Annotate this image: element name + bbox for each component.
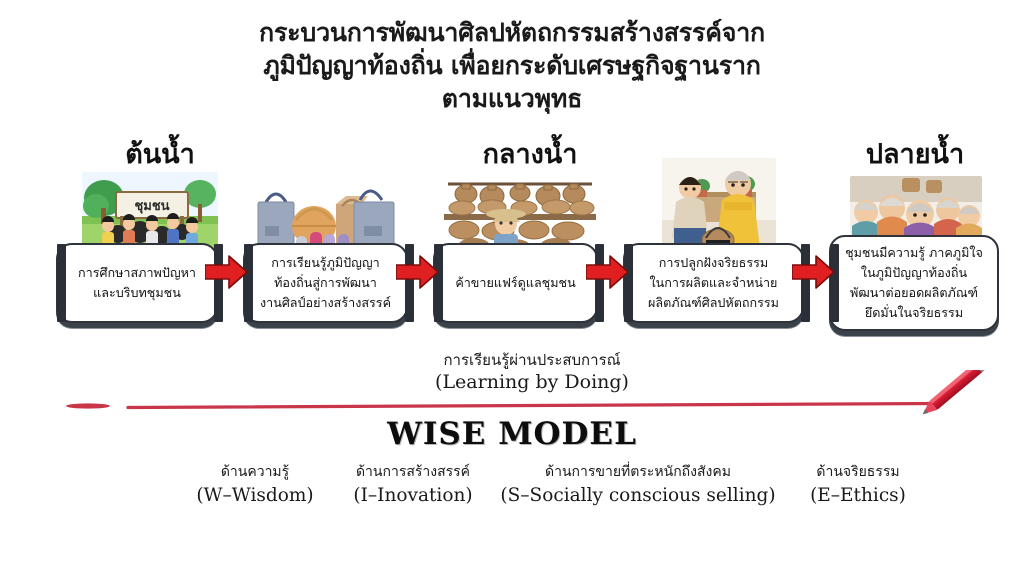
connector-bar — [244, 244, 253, 322]
connector-bar — [214, 244, 223, 322]
stage-label-midstream: กลางน้ำ — [482, 139, 578, 170]
process-box-1[interactable]: การศึกษาสภาพปัญหา และบริบทชุมชน — [56, 243, 218, 323]
page-title: กระบวนการพัฒนาศิลปหัตถกรรมสร้างสรรค์จาก … — [0, 16, 1024, 115]
legend-thai-2: ด้านการขายที่ตระหนักถึงสังคม — [545, 464, 731, 480]
process-box-4[interactable]: การปลูกฝังจริยธรรม ในการผลิตและจำหน่าย ผ… — [623, 243, 804, 323]
process-box-1-text: การศึกษาสภาพปัญหา และบริบทชุมชน — [78, 265, 196, 300]
svg-text:ชุมชน: ชุมชน — [134, 199, 169, 214]
process-box-5-text: ชุมชนมีความรู้ ภาคภูมิใจ ในภูมิปัญญาท้อง… — [845, 245, 983, 320]
learning-by-doing-caption: การเรียนรู้ผ่านประสบการณ์ (Learning by D… — [372, 350, 692, 395]
title-line-2: ภูมิปัญญาท้องถิ่น เพื่อยกระดับเศรษฐกิจฐา… — [263, 51, 761, 80]
process-box-2[interactable]: การเรียนรู้ภูมิปัญญา ท้องถิ่นสู่การพัฒนา… — [243, 243, 408, 323]
legend-thai-3: ด้านจริยธรรม — [816, 464, 900, 480]
legend-english-3: (E–Ethics) — [810, 485, 906, 506]
flow-arrow-3-icon — [586, 255, 628, 289]
flow-arrow-4-icon — [792, 255, 834, 289]
flow-arrow-1-icon — [205, 255, 247, 289]
process-box-2-text: การเรียนรู้ภูมิปัญญา ท้องถิ่นสู่การพัฒนา… — [259, 255, 391, 310]
learning-caption-thai: การเรียนรู้ผ่านประสบการณ์ — [443, 351, 621, 369]
connector-bar — [595, 244, 604, 322]
craft-market-stall-photo — [444, 170, 596, 256]
connector-bar — [57, 244, 66, 322]
title-line-1: กระบวนการพัฒนาศิลปหัตถกรรมสร้างสรรค์จาก — [259, 18, 765, 47]
legend-item-inovation: ด้านการสร้างสรรค์ (I–Inovation) — [318, 462, 508, 508]
connector-bar — [830, 244, 839, 322]
connector-bar — [624, 244, 633, 322]
elder-teaching-weaving-photo — [662, 158, 776, 254]
process-box-3-text: ค้าขายแฟร์ดูแลชุมชน — [455, 275, 576, 290]
legend-english-1: (I–Inovation) — [353, 485, 473, 506]
connector-bar — [405, 244, 414, 322]
stage-label-downstream: ปลายน้ำ — [865, 139, 965, 170]
legend-item-wisdom: ด้านความรู้ (W–Wisdom) — [160, 462, 350, 508]
process-box-5[interactable]: ชุมชนมีความรู้ ภาคภูมิใจ ในภูมิปัญญาท้อง… — [829, 235, 999, 331]
title-line-3: ตามแนวพุทธ — [441, 84, 583, 113]
legend-thai-0: ด้านความรู้ — [220, 464, 290, 480]
pencil-underline-graphic — [0, 359, 1024, 426]
learning-caption-english: (Learning by Doing) — [435, 371, 629, 393]
community-meeting-illustration: ชุมชน — [82, 172, 218, 256]
connector-bar — [434, 244, 443, 322]
legend-english-2: (S–Socially conscious selling) — [500, 485, 776, 506]
legend-item-ethics: ด้านจริยธรรม (E–Ethics) — [760, 462, 956, 508]
connector-bar — [801, 244, 810, 322]
flow-arrow-2-icon — [396, 255, 438, 289]
wise-model-title: WISE MODEL — [387, 416, 637, 452]
legend-item-socially-conscious-selling: ด้านการขายที่ตระหนักถึงสังคม (S–Socially… — [494, 462, 782, 508]
process-box-4-text: การปลูกฝังจริยธรรม ในการผลิตและจำหน่าย ผ… — [648, 255, 779, 310]
stage-label-upstream: ต้นน้ำ — [125, 139, 195, 170]
process-box-3[interactable]: ค้าขายแฟร์ดูแลชุมชน — [433, 243, 598, 323]
legend-english-0: (W–Wisdom) — [196, 485, 314, 506]
legend-thai-1: ด้านการสร้างสรรค์ — [355, 464, 471, 480]
